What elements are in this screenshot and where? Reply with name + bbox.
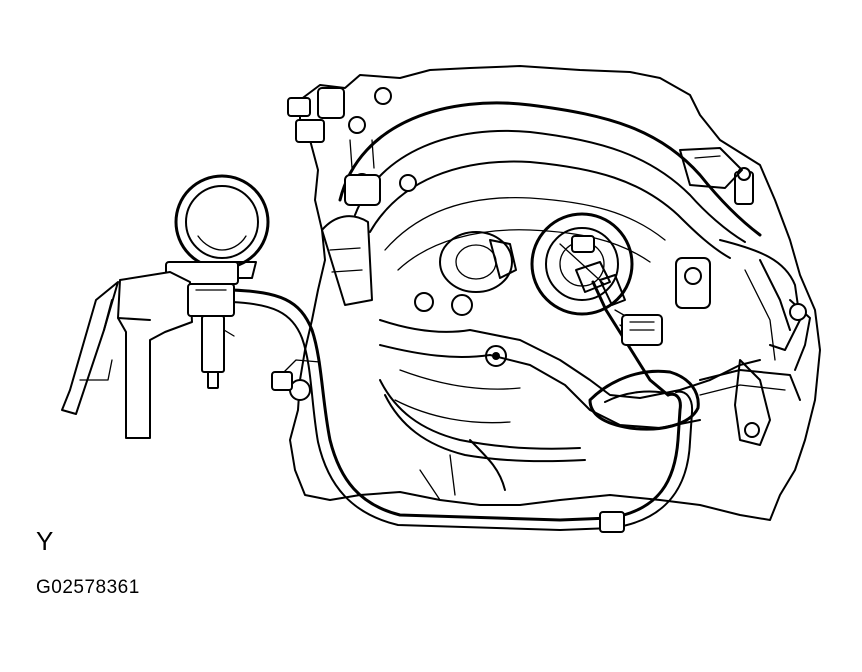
figure-code: G02578361	[36, 577, 140, 598]
vacuum-gauge-icon	[61, 174, 270, 439]
figure-letter: Y	[36, 526, 54, 556]
vacuum-hose-icon	[230, 288, 694, 533]
intake-manifold-icon	[271, 65, 821, 521]
